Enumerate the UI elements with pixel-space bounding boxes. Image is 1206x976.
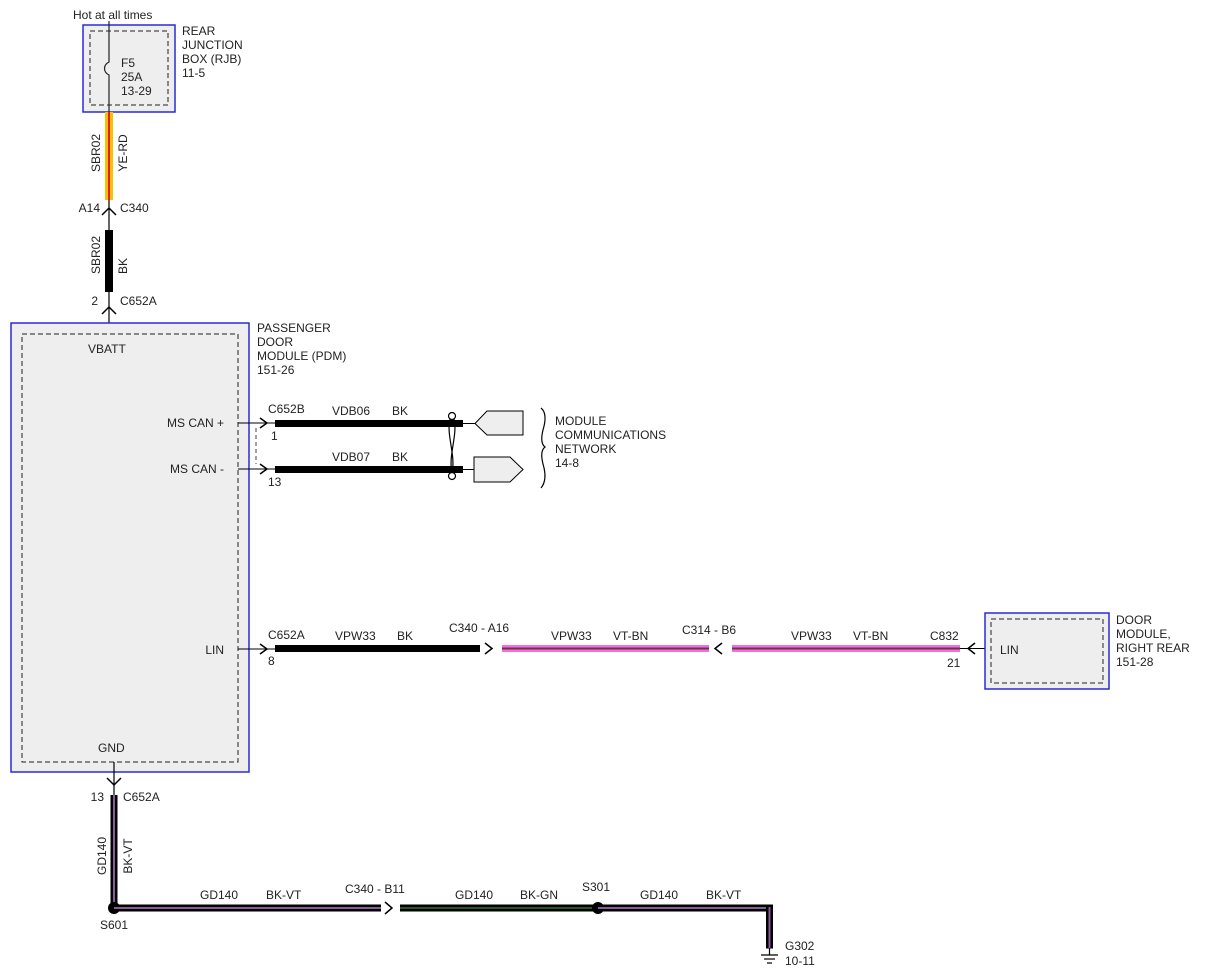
dmrr-name-line-4: 151-28 <box>1116 655 1154 669</box>
wire-color-label: VT-BN <box>853 629 888 643</box>
rjb-name-line-2: JUNCTION <box>182 38 243 52</box>
inline-connector-c314-b6-symbol <box>713 642 723 655</box>
inline-connector-c340-a16-symbol <box>484 642 494 655</box>
wire-circuit-label: VPW33 <box>551 629 592 643</box>
wire-vdb07-bk <box>275 466 463 473</box>
connector-pin-label: 2 <box>91 294 98 308</box>
wire-color-label: BK <box>116 258 130 274</box>
pdm-name-line-1: PASSENGER <box>257 321 331 335</box>
wire-color-label: YE-RD <box>116 134 130 172</box>
wire-color-label: BK <box>392 450 408 464</box>
connector-c652a-lin-symbol <box>259 643 269 655</box>
pin-ms-can-minus-label: MS CAN - <box>170 462 224 476</box>
twisted-pair-symbol <box>447 411 457 481</box>
inline-connector-label: C340 - B11 <box>345 882 405 896</box>
connector-pin-label: 21 <box>947 656 961 670</box>
connector-symbol <box>259 463 269 475</box>
rjb-name-line-3: BOX (RJB) <box>182 52 241 66</box>
fuse-id: F5 <box>121 56 135 70</box>
splice-label: S301 <box>582 880 610 894</box>
dmrr-name-line-3: RIGHT REAR <box>1116 641 1190 655</box>
pin-lin-label: LIN <box>205 643 224 657</box>
wire-gd140-bk-vt-2 <box>598 904 773 949</box>
rear-junction-box <box>82 24 176 113</box>
wire-circuit-label: VDB07 <box>332 450 370 464</box>
wire-color-label: BK-VT <box>706 888 742 902</box>
wire-sbr02-bk <box>105 230 113 292</box>
wire-circuit-label: VPW33 <box>335 629 376 643</box>
wire-circuit-label: GD140 <box>640 888 678 902</box>
fuse-symbol <box>103 21 110 112</box>
inline-connector-c340-b11-symbol <box>384 901 394 915</box>
pin-vbatt-label: VBATT <box>88 342 126 356</box>
pin-ms-can-plus-label: MS CAN + <box>167 416 224 430</box>
wire-color-label: VT-BN <box>613 629 648 643</box>
network-connector-plus-icon <box>463 410 524 436</box>
connector-name-label: C832 <box>930 629 959 643</box>
wire-circuit-label: VPW33 <box>791 629 832 643</box>
connector-pin-label: 13 <box>91 790 105 804</box>
wire-color-label: BK-VT <box>121 838 135 874</box>
wire-gd140-bk-vt-vertical <box>110 795 118 908</box>
door-module-right-rear <box>984 612 1110 690</box>
pdm-name-line-3: MODULE (PDM) <box>257 349 346 363</box>
ground-symbol-icon <box>761 948 778 964</box>
network-connector-minus-icon <box>463 456 524 483</box>
fuse-rating: 25A <box>121 70 142 84</box>
wire-vpw33-vt-bn-1 <box>502 645 709 652</box>
wire-circuit-label: SBR02 <box>89 134 103 172</box>
wire-circuit-label: SBR02 <box>89 236 103 274</box>
connector-name-label: C340 <box>120 201 149 215</box>
connector-pin-label: A14 <box>79 201 101 215</box>
wire-color-label: BK <box>392 404 408 418</box>
connector-pin-label: 1 <box>271 429 278 443</box>
connector-name-label: C652A <box>268 628 305 642</box>
dmrr-name-line-2: MODULE, <box>1116 627 1171 641</box>
connector-pin-label: 13 <box>268 475 282 489</box>
pdm-name-line-2: DOOR <box>257 335 293 349</box>
pin-gnd-label: GND <box>98 741 125 755</box>
connector-name-label: C652B <box>268 402 305 416</box>
connector-pin-label: 8 <box>268 654 275 668</box>
connector-c652b-symbol <box>259 417 269 429</box>
wire-color-label: BK-VT <box>266 888 302 902</box>
wire-color-label: BK <box>397 629 413 643</box>
connector-name-label: C652A <box>123 790 160 804</box>
wire-gd140-bk-gn <box>400 904 598 912</box>
fuse-ref: 13-29 <box>121 84 152 98</box>
ground-ref-label: 10-11 <box>785 954 815 968</box>
wire-vpw33-bk <box>275 645 480 652</box>
network-name-line-2: COMMUNICATIONS <box>555 428 666 442</box>
network-brace <box>540 407 546 489</box>
dmrr-pin-lin-label: LIN <box>1000 643 1019 657</box>
inline-connector-label: C314 - B6 <box>682 623 736 637</box>
network-name-line-3: NETWORK <box>555 442 616 456</box>
passenger-door-module <box>10 322 250 773</box>
wire-gd140-bk-vt-1 <box>114 904 381 912</box>
wire-circuit-label: GD140 <box>95 837 109 875</box>
pdm-name-line-4: 151-26 <box>257 363 295 377</box>
hot-at-all-times-label: Hot at all times <box>73 8 152 22</box>
wire-vpw33-vt-bn-2 <box>732 645 960 652</box>
wire-circuit-label: VDB06 <box>332 404 370 418</box>
wire-color-label: BK-GN <box>520 888 558 902</box>
rjb-name-line-4: 11-5 <box>182 66 205 80</box>
wire-vdb06-bk <box>275 420 463 427</box>
wire-sbr02-ye-rd <box>105 112 113 200</box>
inline-connector-label: C340 - A16 <box>449 621 509 635</box>
ground-name-label: G302 <box>785 939 815 953</box>
network-name-line-4: 14-8 <box>555 456 579 470</box>
wire-circuit-label: GD140 <box>455 888 493 902</box>
rjb-name-line-1: REAR <box>182 24 216 38</box>
network-name-line-1: MODULE <box>555 414 606 428</box>
splice-label: S601 <box>100 918 128 932</box>
dmrr-name-line-1: DOOR <box>1116 613 1152 627</box>
connector-name-label: C652A <box>120 294 157 308</box>
connector-c652a-gnd-symbol <box>106 777 122 787</box>
wire-circuit-label: GD140 <box>200 888 238 902</box>
